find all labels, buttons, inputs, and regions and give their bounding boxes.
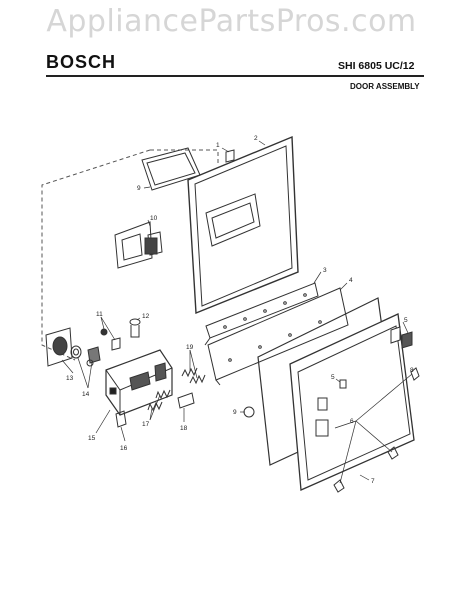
part-12-knob [129,318,141,326]
part-15-latch-housing [105,349,173,416]
callout-2: 2 [254,135,258,142]
part-17-spring-a [147,401,163,412]
leader-lines [61,140,413,484]
part-10-detergent-dispenser [114,221,163,269]
brand-logo: BOSCH [46,52,117,72]
part-6-pin-a [333,479,345,493]
watermark: AppliancePartsPros.com [46,4,417,39]
model-number: SHI 6805 UC/12 [338,60,415,72]
callout-9-lower: 9 [233,409,237,416]
callout-5-upper: 5 [404,317,408,324]
part-11-screw [100,328,108,336]
callout-10: 10 [150,215,158,222]
part-9-knob [243,406,255,418]
part-6-pin-c [410,367,420,381]
part-8-clip [401,331,413,349]
part-12-stem [130,325,140,338]
callout-12: 12 [142,313,150,320]
part-9-seal [141,147,201,191]
callout-3: 3 [323,267,327,274]
callout-4: 4 [349,277,353,284]
callout-18: 18 [180,425,188,432]
callout-17: 17 [142,421,150,428]
callout-13: 13 [66,375,74,382]
callout-6: 6 [350,418,354,425]
callout-14: 14 [82,391,90,398]
part-16-clip [115,410,127,428]
callout-11: 11 [96,311,103,318]
part-6-pin-b [387,446,399,460]
part-4-outer-panel [207,287,349,386]
part-18-catch [177,392,195,409]
callout-1: 1 [216,142,220,149]
part-13-door-lock [45,327,82,367]
callout-5-lower: 5 [331,374,335,381]
callout-15: 15 [88,435,96,442]
part-8-clip-upper [390,326,401,344]
part-3-hinge-strip [204,282,319,346]
part-14-bushing [87,346,101,364]
part-2-inner-door [187,135,299,315]
part-1-screw [225,149,235,163]
callout-16: 16 [120,445,128,452]
section-title: DOOR ASSEMBLY [350,82,420,91]
part-19-spring-a [181,367,198,378]
part-11-bolt [111,337,121,351]
part-7-outer-door-panel [289,313,415,491]
callout-19: 19 [186,344,194,351]
part-17-spring-b [155,389,171,400]
header-rule [46,75,424,77]
part-19-spring-b [189,374,206,385]
dashed-group-outline [41,149,219,361]
callout-8: 8 [410,367,414,374]
callout-7: 7 [371,478,375,485]
callout-9-upper: 9 [137,185,141,192]
part-14-washer [86,359,94,367]
